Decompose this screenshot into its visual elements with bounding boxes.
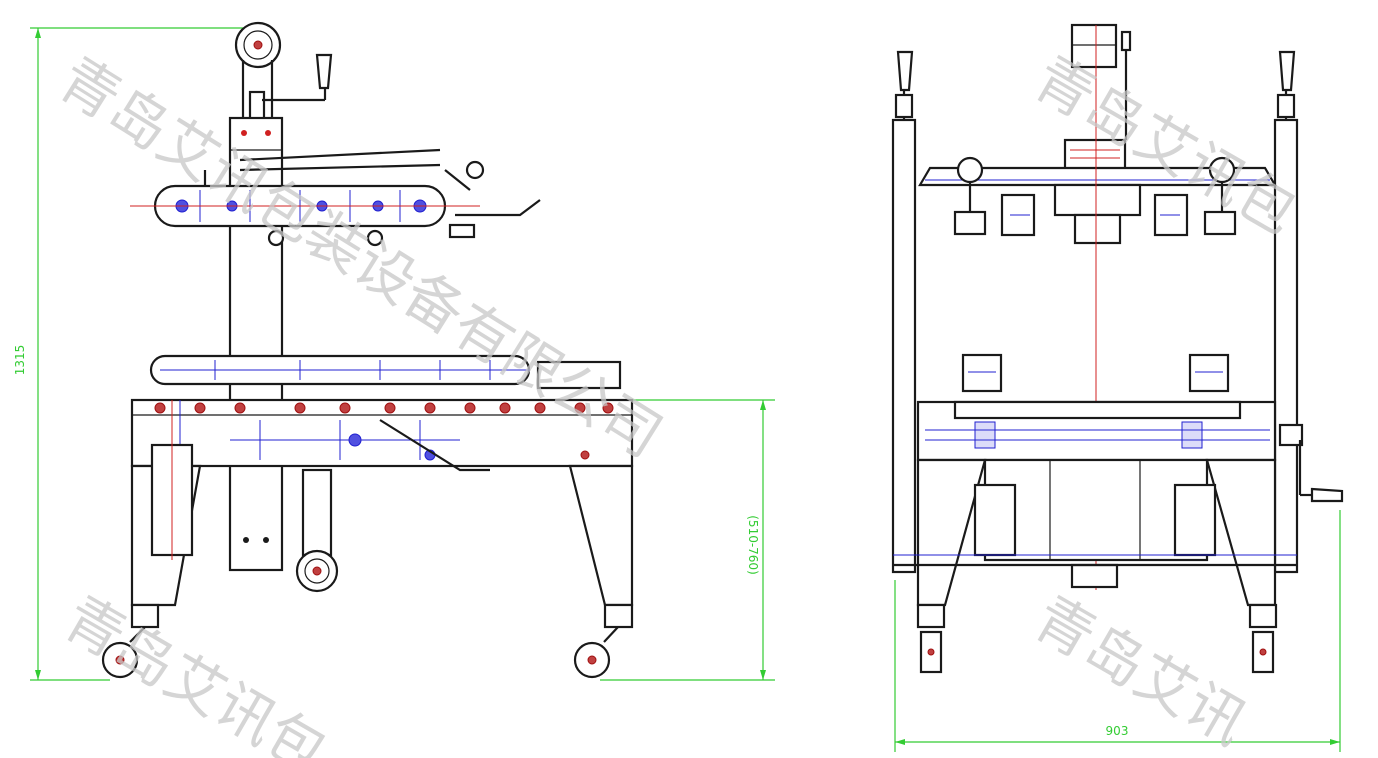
dimension-table-height: (510-760) xyxy=(600,399,775,681)
front-upper-crossbar xyxy=(918,156,1277,245)
lower-conveyor xyxy=(130,354,634,472)
dimension-front-width: 903 xyxy=(894,510,1341,752)
upper-belt-assembly xyxy=(130,148,541,247)
dimension-label-total-height: 1315 xyxy=(13,345,27,376)
front-casters xyxy=(919,630,1275,674)
side-legs xyxy=(130,400,634,629)
side-view: 1315 (510-760) xyxy=(13,21,775,681)
side-casters xyxy=(101,626,619,679)
front-view: 903 xyxy=(891,23,1344,752)
bottom-tape-roll xyxy=(295,468,339,593)
front-posts xyxy=(891,50,1299,574)
front-side-crank xyxy=(1278,423,1344,503)
front-table-frame xyxy=(916,353,1277,589)
top-crank-handle xyxy=(248,53,333,122)
dimension-label-table-height: (510-760) xyxy=(746,515,760,575)
front-top-tape-head xyxy=(1063,23,1132,177)
watermark-text-bottom-left: 青岛艾讯包 xyxy=(53,583,338,758)
top-tape-roll xyxy=(234,21,282,120)
dimension-total-height: 1315 xyxy=(13,27,245,681)
front-legs xyxy=(893,458,1297,629)
dimension-label-front-width: 903 xyxy=(1106,724,1129,738)
watermark-text-bottom-right: 青岛艾讯 xyxy=(1023,583,1258,758)
